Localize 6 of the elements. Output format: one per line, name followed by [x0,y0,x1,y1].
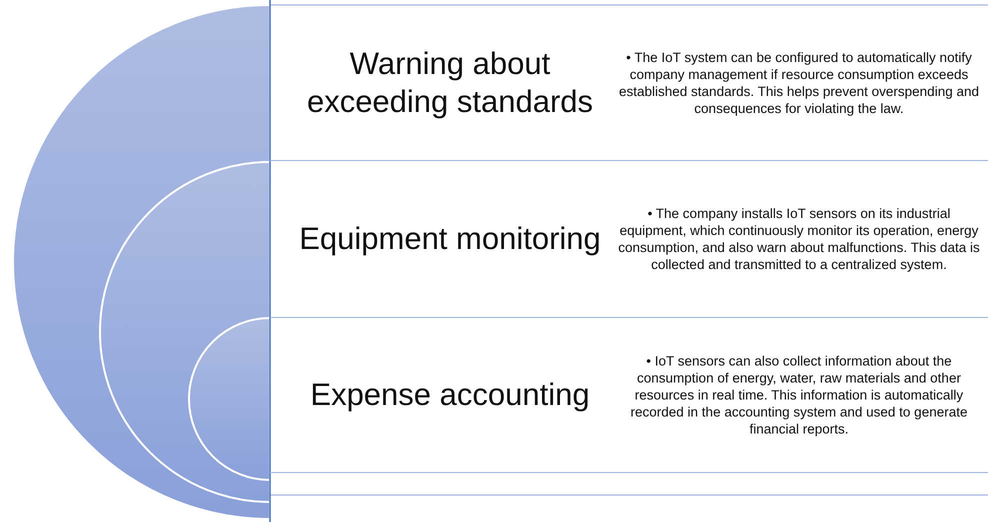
row-heading: Warning about exceeding standards [306,44,594,120]
description-text: • The IoT system can be configured to automatically notify company management if resource consumption exceeds established standards. This helps prevent overspending and consequences for violating the law. [618,48,980,116]
description-text: • The company installs IoT sensors on its industrial equipment, which continuously monitor its operation, energy consumption, and also warn about malfunctions. This data is collected and transmitted to a centralized system. [617,205,981,273]
row-heading: Equipment monitoring [298,220,602,258]
row-heading: Expense accounting [309,376,591,414]
description-text: • IoT sensors can also collect information about the consumption of energy, water, raw materials and other resources in real time. This information is automatically recorded in the accounting system and used to generate financial reports. [630,352,968,438]
